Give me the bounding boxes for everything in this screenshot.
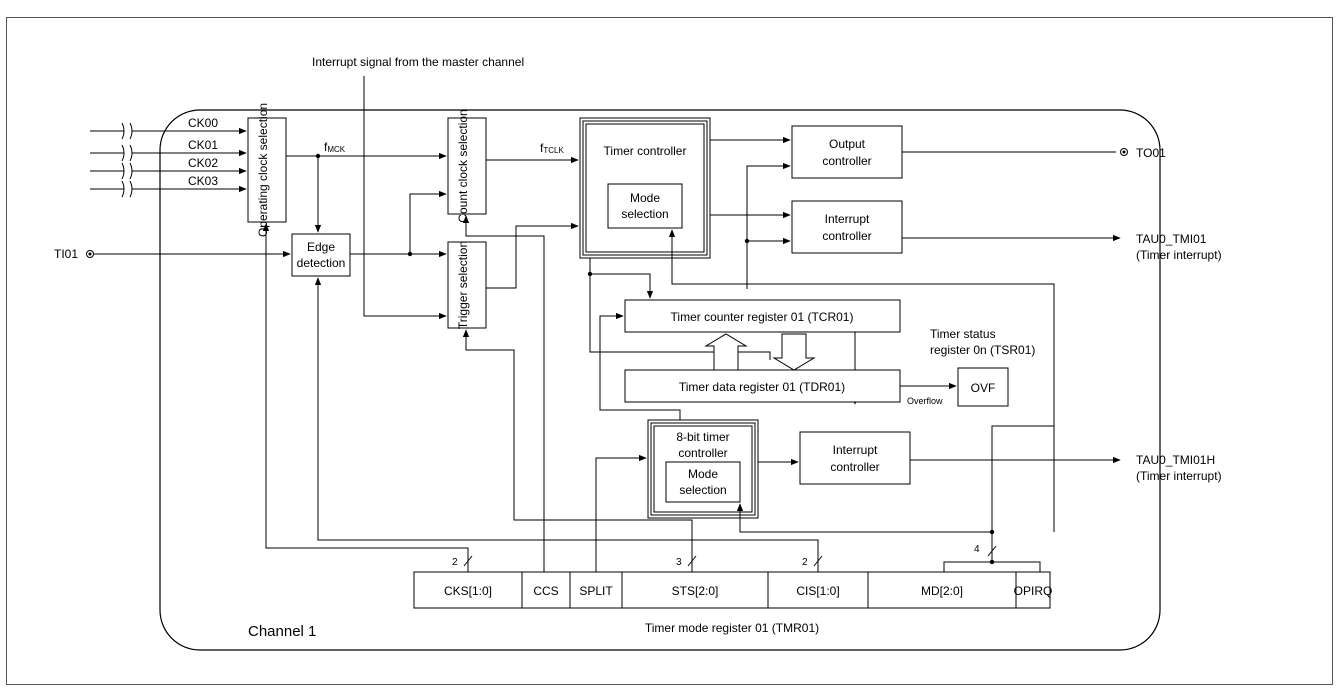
- bus-width-cis: 2: [802, 557, 808, 568]
- tmi01h-desc: (Timer interrupt): [1136, 469, 1222, 483]
- svg-text:OVF: OVF: [971, 381, 996, 395]
- fmck-label: fMCK: [324, 140, 346, 154]
- bus-width-marks: 2 3 2 4: [452, 544, 997, 568]
- field-cks: CKS[1:0]: [444, 584, 492, 598]
- svg-text:Interrupt: Interrupt: [833, 443, 878, 457]
- operating-clock-selection-block: [247, 117, 287, 223]
- tmi01-desc: (Timer interrupt): [1136, 248, 1222, 262]
- bus-width-md: 4: [974, 544, 980, 555]
- svg-text:selection: selection: [621, 207, 668, 221]
- svg-text:controller: controller: [822, 154, 871, 168]
- field-split: SPLIT: [579, 584, 613, 598]
- count-clock-selection-label: Count clock selection: [456, 109, 470, 222]
- field-opirq: OPIRQ: [1014, 584, 1053, 598]
- interrupt-controller-2-block: [799, 431, 911, 485]
- mode-selection-block: [607, 183, 683, 229]
- tdr-register-block: [624, 369, 901, 403]
- bus-width-cks: 2: [452, 557, 458, 568]
- diagram-frame: [6, 17, 1333, 685]
- svg-text:controller: controller: [678, 446, 727, 460]
- svg-text:Interrupt: Interrupt: [825, 212, 870, 226]
- svg-text:Mode: Mode: [688, 467, 718, 481]
- channel-boundary: [159, 109, 1161, 651]
- svg-text:Edge: Edge: [307, 240, 335, 254]
- svg-text:8-bit timer: 8-bit timer: [676, 430, 729, 444]
- tmr01-register: CKS[1:0] CCS SPLIT STS[2:0] CIS[1:0] MD[…: [413, 571, 1053, 609]
- ovf-block: [957, 367, 1009, 407]
- timer-controller-label: Timer controller: [604, 144, 687, 158]
- mode-selection-2-block: [665, 461, 741, 503]
- channel-label: Channel 1: [248, 623, 316, 640]
- tmi01h-label: TAU0_TMI01H: [1136, 453, 1215, 467]
- edge-detection-block: [291, 233, 351, 277]
- ftclk-label: fTCLK: [540, 141, 564, 155]
- clock-inputs: CK00 CK01 CK02 CK03: [90, 116, 246, 197]
- input-ck01: CK01: [188, 138, 218, 152]
- bus-width-sts: 3: [676, 557, 682, 568]
- svg-text:detection: detection: [297, 256, 346, 270]
- to01-label: TO01: [1136, 146, 1166, 160]
- count-clock-selection-block: [447, 117, 487, 215]
- tsr-label-2: register 0n (TSR01): [930, 343, 1035, 357]
- svg-text:selection: selection: [679, 483, 726, 497]
- overflow-label: Overflow: [907, 396, 943, 406]
- svg-text:Output: Output: [829, 137, 866, 151]
- operating-clock-selection-label: Operating clock selection: [256, 103, 270, 237]
- svg-text:controller: controller: [822, 229, 871, 243]
- input-ck02: CK02: [188, 156, 218, 170]
- field-md: MD[2:0]: [921, 584, 963, 598]
- input-ck03: CK03: [188, 174, 218, 188]
- svg-text:Mode: Mode: [630, 191, 660, 205]
- svg-text:controller: controller: [830, 460, 879, 474]
- ti01-label: TI01: [54, 247, 78, 261]
- tmi01-label: TAU0_TMI01: [1136, 232, 1207, 246]
- interrupt-controller-block: [791, 200, 903, 254]
- field-cis: CIS[1:0]: [796, 584, 839, 598]
- tcr-label: Timer counter register 01 (TCR01): [671, 310, 854, 324]
- trigger-selection-block: [447, 241, 487, 329]
- tcr-register-block: [624, 299, 901, 333]
- tsr-label-1: Timer status: [930, 327, 996, 341]
- master-interrupt-label: Interrupt signal from the master channel: [312, 55, 524, 69]
- tdr-label: Timer data register 01 (TDR01): [679, 380, 845, 394]
- master-interrupt-line: [363, 76, 447, 320]
- field-sts: STS[2:0]: [672, 584, 719, 598]
- input-ck00: CK00: [188, 116, 218, 130]
- field-ccs: CCS: [533, 584, 558, 598]
- trigger-selection-label: Trigger selection: [456, 241, 470, 329]
- register-name-label: Timer mode register 01 (TMR01): [645, 621, 819, 635]
- output-controller-block: [791, 125, 903, 179]
